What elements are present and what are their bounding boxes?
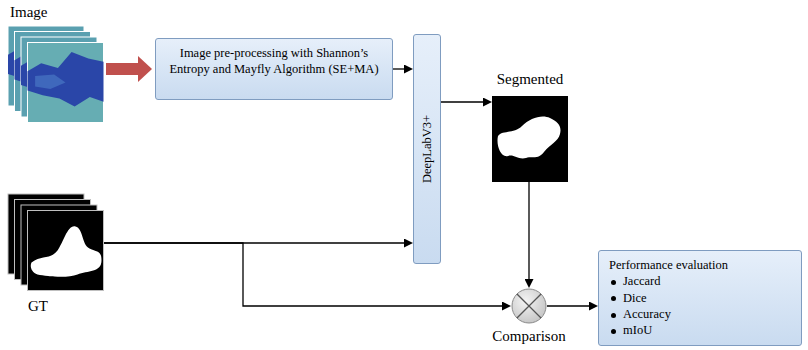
flow-arrow (104, 243, 502, 306)
flow-arrow (393, 68, 404, 69)
flow-arrow (441, 101, 483, 102)
metric-item: Accuracy (609, 306, 791, 322)
evaluation-box: Performance evaluationJaccardDiceAccurac… (598, 250, 802, 346)
illustration (8, 26, 104, 124)
illustration (8, 194, 104, 292)
segmented-image: Segmented (492, 96, 568, 182)
process-box: Image pre-processing with Shannon’s Entr… (155, 38, 393, 100)
mask-ground (28, 211, 104, 291)
bullet-dot (611, 313, 616, 318)
mask-blob (31, 226, 102, 276)
segmented-ground (492, 96, 568, 182)
bullet-dot (611, 280, 616, 285)
bullet-dot (611, 296, 616, 301)
box-heading: Performance evaluation (609, 257, 791, 273)
metric-item: Jaccard (609, 273, 791, 289)
mask-image (28, 211, 104, 291)
comparison-node: Comparison (511, 288, 547, 324)
flow-arrow (528, 182, 529, 279)
segmented-blob (497, 116, 560, 158)
satellite-image (28, 43, 104, 123)
node-label: Segmented (497, 71, 564, 88)
comparison-circle (512, 289, 546, 323)
flow-arrow (547, 305, 589, 306)
water-region (28, 52, 104, 106)
ground-truth-stack: GT (8, 194, 104, 292)
network-name: DeepLabV3+ (420, 115, 435, 183)
node-label: GT (28, 298, 48, 315)
illustration (511, 288, 547, 324)
shallow-region (35, 75, 65, 89)
metric-item: Dice (609, 290, 791, 306)
block-arrow (106, 63, 138, 75)
input-image-stack: Image (8, 26, 104, 124)
illustration (492, 96, 568, 182)
cross-line (517, 294, 541, 318)
node-label: Image (10, 4, 47, 21)
metric-item: mIoU (609, 322, 791, 338)
network-box: DeepLabV3+ (413, 34, 441, 264)
image-ground (28, 43, 104, 123)
cross-line (517, 294, 541, 318)
process-text: Image pre-processing with Shannon’s Entr… (164, 46, 384, 77)
bullet-dot (611, 329, 616, 334)
node-label: Comparison (492, 328, 565, 345)
